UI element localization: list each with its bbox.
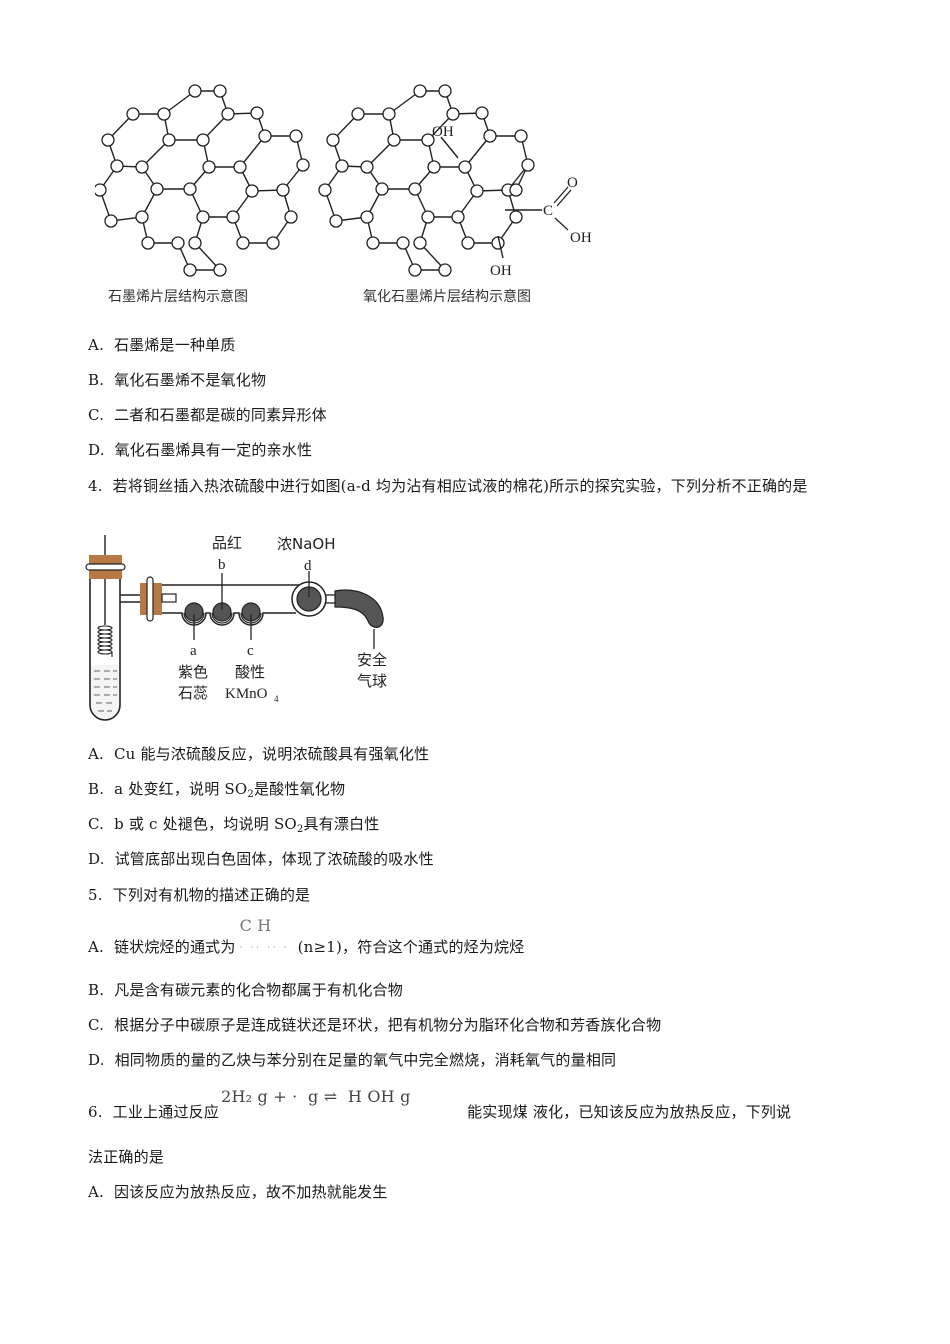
q4-option-a: A. Cu 能与浓硫酸反应，说明浓硫酸具有强氧化性 — [88, 745, 430, 763]
graphene-caption: 石墨烯片层结构示意图 — [108, 289, 248, 305]
q5-option-d: D. 相同物质的量的乙炔与苯分别在足量的氧气中完全燃烧，消耗氧气的量相同 — [88, 1051, 617, 1069]
label-c-letter: c — [247, 643, 254, 659]
q3-option-d: D. 氧化石墨烯具有一定的亲水性 — [88, 441, 313, 459]
graphene-oxide-caption: 氧化石墨烯片层结构示意图 — [363, 289, 531, 305]
q5-option-c: C. 根据分子中碳原子是连成链状还是环状，把有机物分为脂环化合物和芳香族化合物 — [88, 1016, 662, 1034]
q4-option-d: D. 试管底部出现白色固体，体现了浓硫酸的吸水性 — [88, 850, 434, 868]
label-c-reagent-subscript: 4 — [274, 694, 279, 704]
q3-option-b: B. 氧化石墨烯不是氧化物 — [88, 371, 267, 389]
label-balloon-2: 气球 — [357, 672, 387, 690]
hydroxyl-label-bottom: OH — [490, 263, 512, 279]
carboxyl-carbon-label: C — [543, 203, 553, 219]
graphene-structure-diagram — [95, 84, 310, 277]
label-d-letter: d — [304, 558, 312, 574]
carboxyl-oxygen-label: O — [567, 175, 578, 191]
q5-option-b: B. 凡是含有碳元素的化合物都属于有机化合物 — [88, 981, 403, 999]
label-d-reagent: 浓NaOH — [277, 535, 336, 553]
label-c-reagent-2: KMnO — [225, 686, 268, 702]
graphene-oxide-structure-diagram: OH C O OH OH — [318, 84, 592, 279]
q6-stem-continued: 法正确的是 — [88, 1148, 165, 1166]
alkane-formula: C H — [239, 916, 272, 935]
label-balloon-1: 安全 — [357, 651, 387, 669]
label-c-reagent-1: 酸性 — [235, 663, 265, 681]
copper-sulfuric-acid-apparatus-diagram: 品红 b 浓NaOH d a 紫色 石蕊 c 酸性 KMnO 4 安全 气球 — [85, 534, 387, 721]
q4-option-c: C. b 或 c 处褪色，均说明 SO2具有漂白性 — [88, 815, 380, 835]
q3-option-c: C. 二者和石墨都是碳的同素异形体 — [88, 406, 327, 424]
methanol-synthesis-equation: 2H₂ g + · g ⇌ H OH g — [221, 1087, 411, 1106]
label-a-letter: a — [190, 643, 197, 659]
q3-option-a: A. 石墨烯是一种单质 — [88, 336, 236, 354]
label-b-letter: b — [218, 557, 226, 573]
label-a-reagent-2: 石蕊 — [178, 684, 208, 702]
label-a-reagent-1: 紫色 — [178, 663, 208, 681]
label-b-reagent: 品红 — [212, 534, 242, 552]
q5-stem: 5. 下列对有机物的描述正确的是 — [88, 886, 311, 904]
q4-option-b: B. a 处变红，说明 SO2是酸性氧化物 — [88, 780, 346, 800]
hydroxyl-label-top: OH — [432, 124, 454, 140]
carboxyl-hydroxyl-label: OH — [570, 230, 592, 246]
q4-stem: 4. 若将铜丝插入热浓硫酸中进行如图(a-d 均为沾有相应试液的棉花)所示的探究… — [88, 477, 808, 495]
q6-option-a: A. 因该反应为放热反应，故不加热就能发生 — [88, 1183, 388, 1201]
